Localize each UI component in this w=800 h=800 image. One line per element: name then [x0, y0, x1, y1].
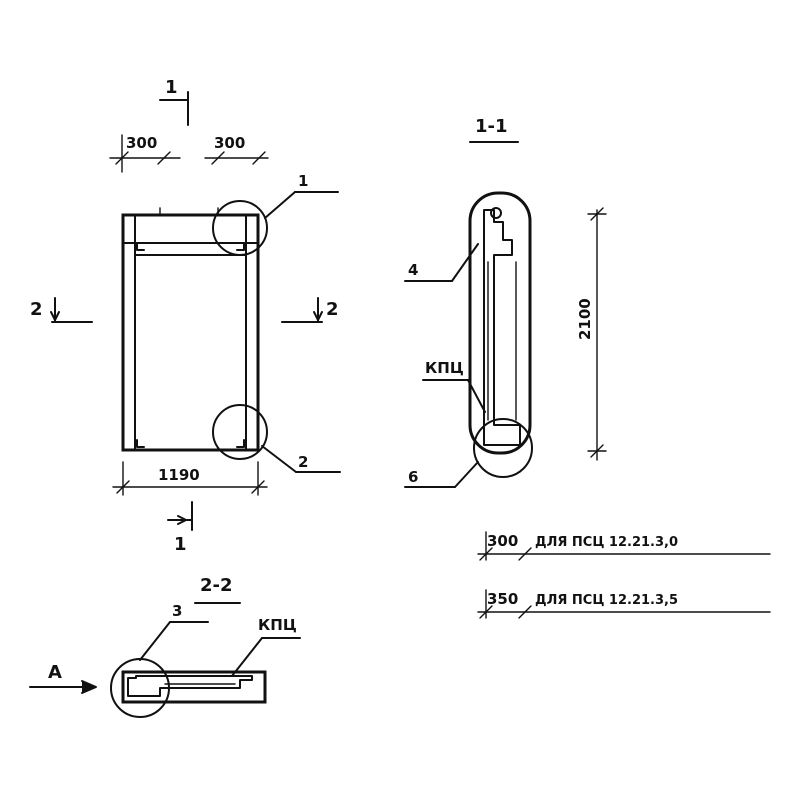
dimension-width: 1190 — [112, 461, 268, 496]
dimension-top-right: 300 — [204, 134, 269, 165]
dimension-top-left: 300 — [109, 134, 181, 173]
section-top-label: 1 — [165, 77, 178, 98]
section-marker-top: 1 — [159, 77, 189, 126]
callout-kpts-2-label: КПЦ — [258, 616, 297, 634]
callout-1-label: 1 — [298, 172, 308, 190]
section-2-2: 2-2 3 КПЦ A — [29, 575, 301, 718]
callout-kpts-1-label: КПЦ — [425, 359, 464, 377]
callout-4-label: 4 — [408, 261, 418, 279]
callout-6-label: 6 — [408, 468, 418, 486]
note-1-dim: 300 — [487, 532, 518, 550]
callout-3-label: 3 — [172, 602, 182, 620]
dim-top-left-value: 300 — [126, 134, 157, 152]
section-marker-left: 2 — [30, 297, 93, 323]
section-1-1-title: 1-1 — [475, 116, 508, 137]
section-marker-right: 2 — [281, 297, 339, 323]
dim-height-value: 2100 — [576, 298, 594, 340]
front-view: 1 300 300 — [30, 77, 341, 555]
detail-callout-1: 1 — [212, 172, 339, 256]
section-left-label: 2 — [30, 299, 43, 320]
note-1-text: ДЛЯ ПСЦ 12.21.3,0 — [535, 535, 678, 550]
section-right-label: 2 — [326, 299, 339, 320]
notes: 300 ДЛЯ ПСЦ 12.21.3,0 350 ДЛЯ ПСЦ 12.21.… — [477, 531, 771, 619]
callout-2-label: 2 — [298, 453, 308, 471]
view-arrow-label: A — [48, 662, 62, 683]
dim-top-right-value: 300 — [214, 134, 245, 152]
note-2-text: ДЛЯ ПСЦ 12.21.3,5 — [535, 593, 678, 608]
section-1-1: 1-1 4 КПЦ 6 2100 — [404, 116, 607, 488]
section-2-2-title: 2-2 — [200, 575, 233, 596]
note-2-dim: 350 — [487, 590, 518, 608]
section-marker-bottom: 1 — [167, 501, 193, 555]
detail-callout-2: 2 — [212, 404, 341, 473]
panel-outline — [121, 207, 260, 452]
dim-width-value: 1190 — [158, 466, 200, 484]
section-bottom-label: 1 — [174, 534, 187, 555]
